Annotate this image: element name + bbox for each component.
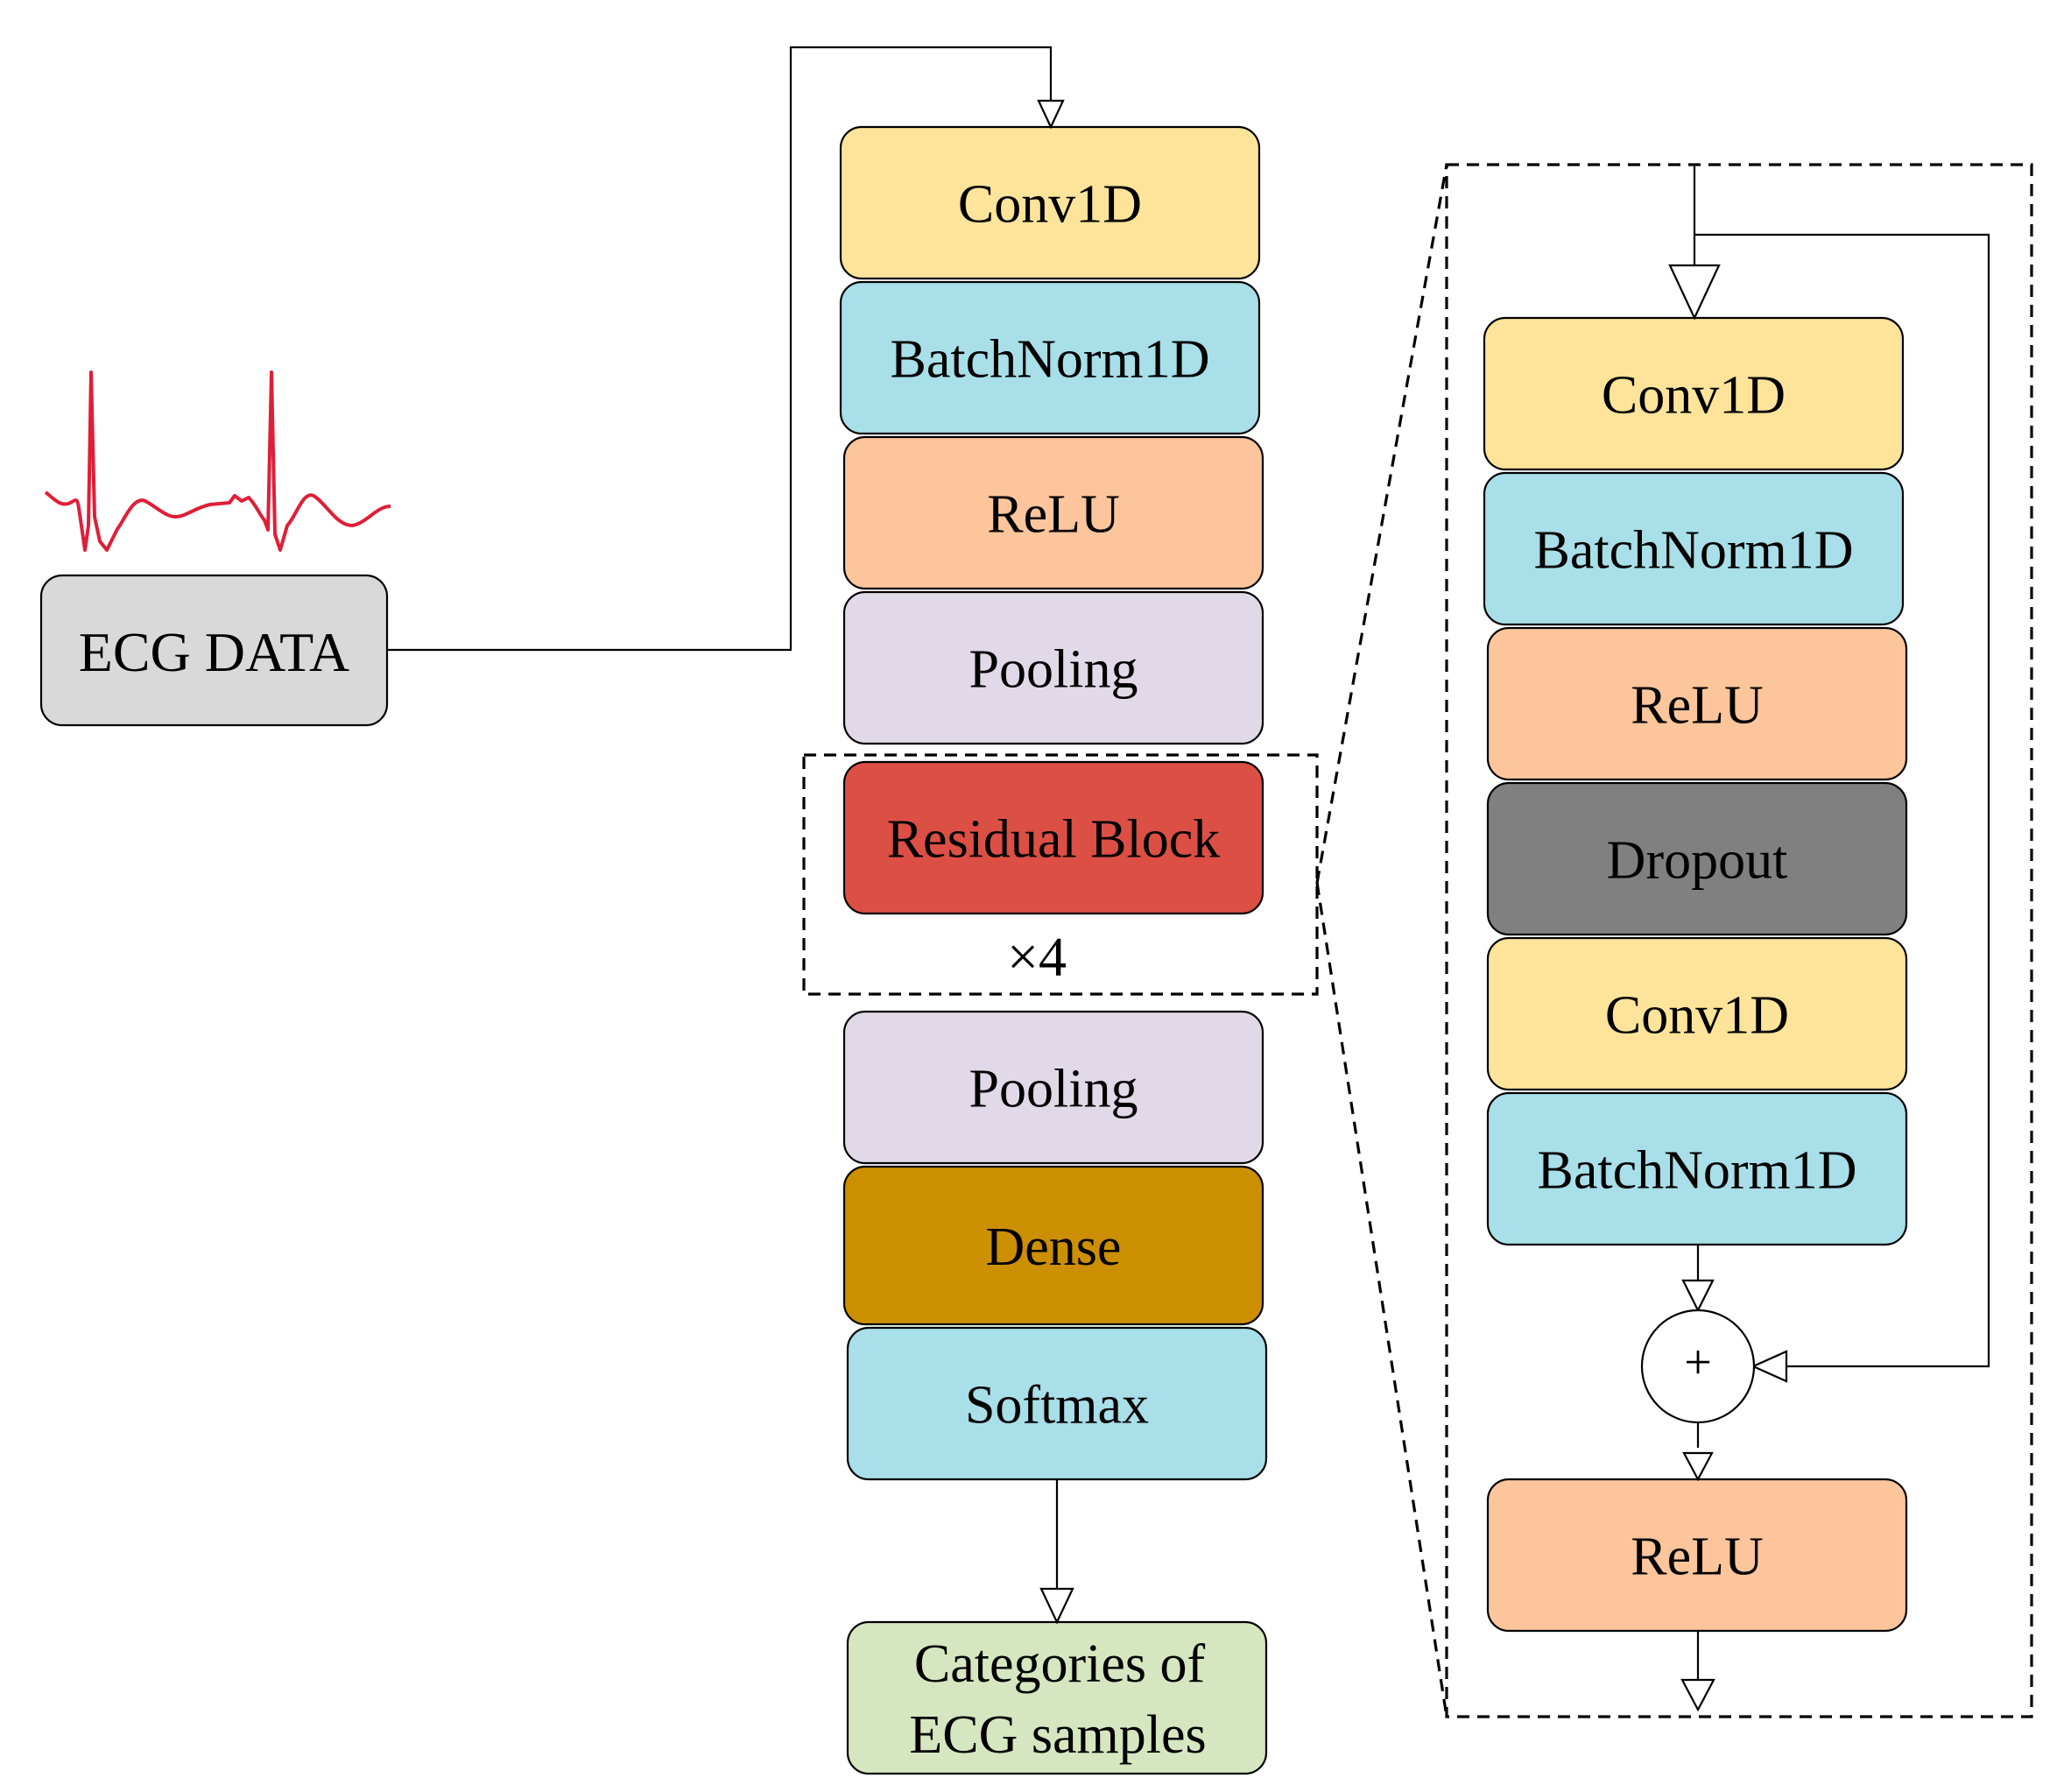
skip-connection-arrow-head xyxy=(1750,1350,1788,1383)
repeat-count-label: ×4 xyxy=(1007,926,1067,988)
main-residual-block-node-box xyxy=(842,760,1264,915)
residual-exit-arrow-head xyxy=(1680,1678,1715,1712)
main-relu-node-box xyxy=(842,435,1264,590)
ecg-waveform-icon xyxy=(44,370,391,552)
repeat-group-outline xyxy=(802,753,1319,996)
adder-input-arrow-head xyxy=(1681,1279,1715,1313)
main-pooling-2-node: Pooling xyxy=(842,1010,1264,1165)
residual-conv1d-2-node: Conv1D xyxy=(1486,936,1908,1091)
residual-batchnorm1d-node: BatchNorm1D xyxy=(1483,471,1905,626)
residual-relu-output-node: ReLU xyxy=(1486,1478,1908,1633)
main-dense-node-label: Dense xyxy=(986,1217,1122,1277)
residual-relu-node-label: ReLU xyxy=(1631,676,1764,736)
residual-conv1d-node: Conv1D xyxy=(1483,316,1905,471)
residual-batchnorm1d-node-label: BatchNorm1D xyxy=(1533,521,1853,581)
main-pooling-node: Pooling xyxy=(842,590,1264,745)
skip-connection-line xyxy=(1694,233,1990,1368)
residual-relu-output-node-label: ReLU xyxy=(1631,1527,1764,1587)
residual-conv1d-2-node-box xyxy=(1486,936,1908,1091)
residual-batchnorm1d-2-node: BatchNorm1D xyxy=(1486,1091,1908,1246)
main-dense-node: Dense xyxy=(842,1165,1264,1326)
main-conv1d-node-label: Conv1D xyxy=(958,175,1142,235)
input-to-conv1d-connector xyxy=(387,46,1053,652)
main-batchnorm1d-node: BatchNorm1D xyxy=(839,280,1261,435)
main-pooling-node-label: Pooling xyxy=(969,640,1138,700)
main-batchnorm1d-node-box xyxy=(839,280,1261,435)
main-residual-block-node-label: Residual Block xyxy=(887,810,1221,870)
residual-conv1d-2-node-label: Conv1D xyxy=(1605,986,1789,1046)
residual-entry-arrow-head xyxy=(1668,264,1721,321)
addition-node: + xyxy=(1640,1309,1756,1424)
ecg-data-node: ECG DATA xyxy=(39,574,389,727)
output-categories-label-line1: Categories of xyxy=(914,1634,1206,1694)
main-conv1d-node: Conv1D xyxy=(839,125,1261,280)
residual-relu-node-box xyxy=(1486,626,1908,781)
main-pooling-2-node-label: Pooling xyxy=(969,1060,1138,1119)
main-relu-node-label: ReLU xyxy=(987,485,1120,545)
residual-batchnorm1d-2-node-label: BatchNorm1D xyxy=(1537,1141,1856,1201)
residual-dropout-node: Dropout xyxy=(1486,781,1908,936)
main-softmax-node-label: Softmax xyxy=(965,1376,1149,1436)
output-arrow-head xyxy=(1039,1587,1074,1625)
output-categories-node: Categories of ECG samples xyxy=(846,1620,1268,1775)
main-residual-block-node: Residual Block xyxy=(842,760,1264,915)
zoom-line-bottom xyxy=(1315,882,1448,1718)
residual-relu-node: ReLU xyxy=(1486,626,1908,781)
main-softmax-node: Softmax xyxy=(846,1326,1268,1481)
residual-block-detail-outline xyxy=(1445,163,2033,1718)
plus-icon: + xyxy=(1684,1336,1712,1390)
output-categories-label-line2: ECG samples xyxy=(909,1705,1206,1765)
main-pooling-2-node-box xyxy=(842,1010,1264,1165)
input-arrow-head xyxy=(1037,99,1065,130)
residual-conv1d-node-label: Conv1D xyxy=(1602,366,1786,426)
main-pooling-node-box xyxy=(842,590,1264,745)
residual-dropout-node-box xyxy=(1486,781,1908,936)
main-batchnorm1d-node-label: BatchNorm1D xyxy=(890,330,1209,390)
residual-dropout-node-label: Dropout xyxy=(1607,831,1788,891)
ecg-data-node-label: ECG DATA xyxy=(79,621,350,683)
relu-input-arrow-head xyxy=(1682,1451,1714,1482)
main-dense-node-box xyxy=(842,1165,1264,1326)
residual-batchnorm1d-node-box xyxy=(1483,471,1905,626)
main-relu-node: ReLU xyxy=(842,435,1264,590)
zoom-line-top xyxy=(1315,164,1448,884)
